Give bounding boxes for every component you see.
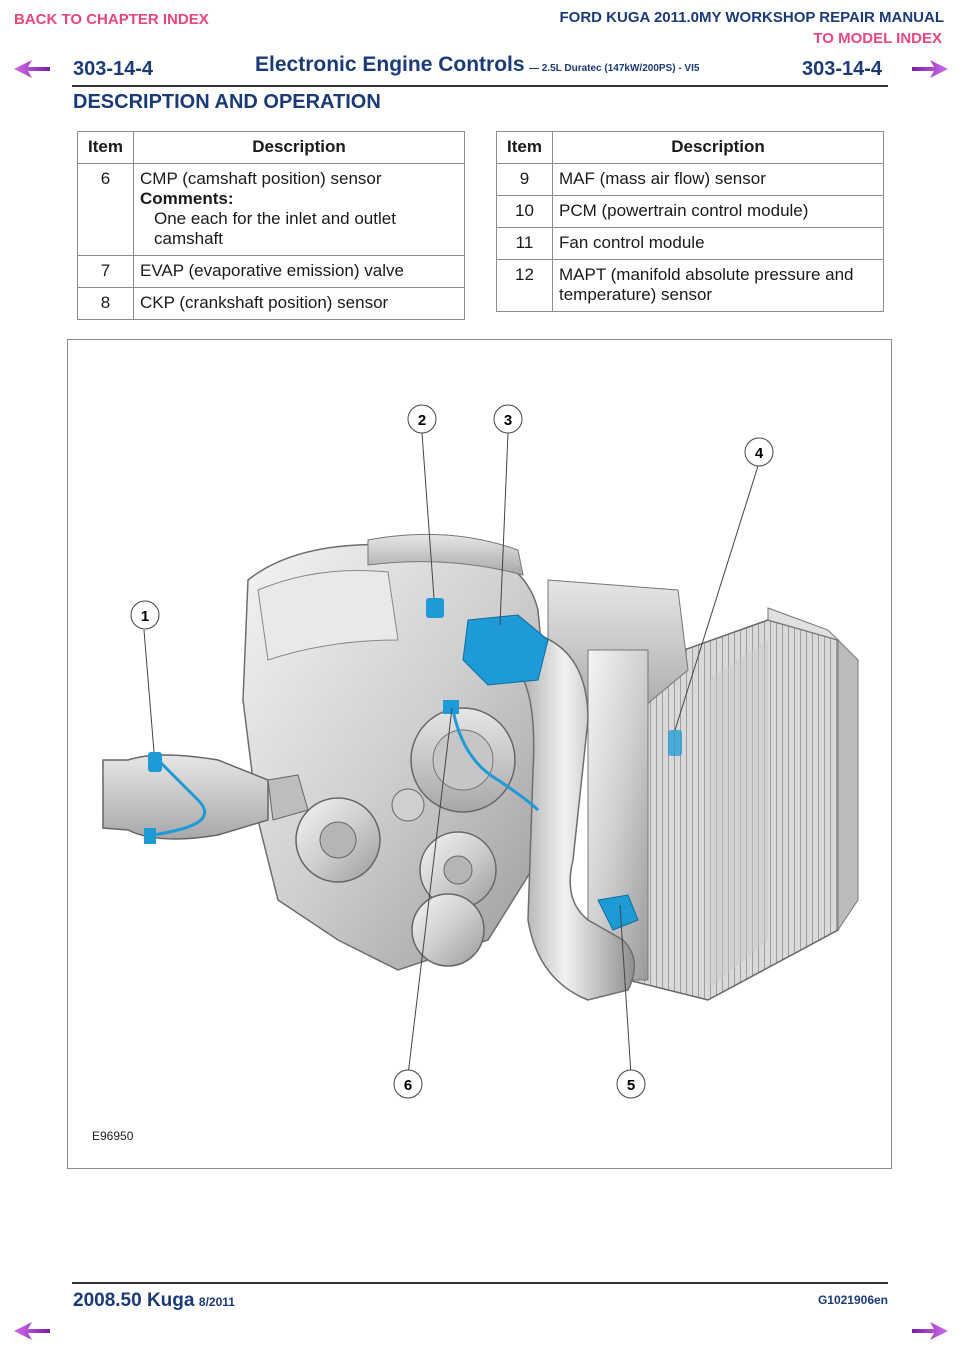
item-description: MAPT (manifold absolute pressure and tem… (552, 259, 884, 312)
table-row: 12 MAPT (manifold absolute pressure and … (496, 259, 884, 312)
next-page-arrow-icon[interactable] (910, 58, 950, 80)
column-header-item: Item (77, 131, 134, 164)
column-header-item: Item (496, 131, 553, 164)
comments-text: One each for the inlet and outlet camsha… (154, 209, 396, 248)
to-model-index-link[interactable]: TO MODEL INDEX (813, 30, 942, 47)
callout-markers: 1 2 3 4 5 6 (130, 404, 774, 1099)
catalytic-converter (102, 754, 309, 840)
sensor-mid (443, 700, 459, 714)
previous-page-arrow-icon[interactable] (12, 58, 52, 80)
section-subtitle: — 2.5L Duratec (147kW/200PS) - VI5 (529, 63, 700, 74)
page-heading: DESCRIPTION AND OPERATION (73, 91, 381, 113)
figure-reference: E96950 (92, 1129, 134, 1143)
engine-block (242, 533, 549, 971)
engine-illustration: 1 2 3 4 5 6 E96950 (92, 404, 859, 1143)
table-row: 6 CMP (camshaft position) sensor Comment… (77, 163, 465, 256)
back-to-chapter-index-link[interactable]: BACK TO CHAPTER INDEX (14, 11, 209, 28)
footer-rule (72, 1282, 888, 1284)
callout-4: 4 (755, 445, 764, 462)
intake-duct (507, 629, 636, 1001)
table-row: 11 Fan control module (496, 227, 884, 260)
footer-model: 2008.50 Kuga (73, 1290, 195, 1311)
callout-5: 5 (627, 1077, 635, 1094)
throttle-body (462, 614, 549, 686)
item-number: 11 (496, 227, 553, 260)
callout-3: 3 (504, 412, 512, 429)
sensor-connector (144, 828, 156, 844)
item-description: CKP (crankshaft position) sensor (133, 287, 465, 320)
table-row: 7 EVAP (evaporative emission) valve (77, 255, 465, 288)
oxygen-sensor (148, 752, 162, 772)
callout-2: 2 (418, 412, 426, 429)
leader-lines (143, 432, 759, 1076)
callout-6: 6 (404, 1077, 412, 1094)
table-row: 9 MAF (mass air flow) sensor (496, 163, 884, 196)
header-rule (72, 85, 888, 87)
table-row: 8 CKP (crankshaft position) sensor (77, 287, 465, 320)
footer-model-group: 2008.50 Kuga 8/2011 (73, 1290, 235, 1312)
item-description: EVAP (evaporative emission) valve (133, 255, 465, 288)
cmp-sensor-upper (426, 598, 444, 618)
item-number: 7 (77, 255, 134, 288)
engine-illustration-frame: 1 2 3 4 5 6 E96950 (67, 339, 892, 1169)
item-description: MAF (mass air flow) sensor (552, 163, 884, 196)
left-description-table: Item Description 6 CMP (camshaft positio… (77, 131, 465, 320)
table-row: 10 PCM (powertrain control module) (496, 195, 884, 228)
item-number: 8 (77, 287, 134, 320)
footer-doc-code: G1021906en (817, 1293, 888, 1307)
previous-page-arrow-icon[interactable] (12, 1320, 52, 1342)
column-header-description: Description (133, 131, 465, 164)
item-number: 9 (496, 163, 553, 196)
callout-1: 1 (141, 608, 149, 625)
item-number: 10 (496, 195, 553, 228)
fan-sensor (668, 730, 682, 756)
item-description: Fan control module (552, 227, 884, 260)
column-header-description: Description (552, 131, 884, 164)
description-text: CMP (camshaft position) sensor (140, 169, 382, 188)
harness-wire (451, 709, 540, 812)
sensor-highlights (144, 598, 682, 931)
right-description-table: Item Description 9 MAF (mass air flow) s… (496, 131, 884, 312)
item-description: CMP (camshaft position) sensor Comments:… (133, 163, 465, 256)
section-title: Electronic Engine Controls (255, 53, 525, 76)
page-code-right: 303-14-4 (802, 58, 883, 80)
section-title-group: Electronic Engine Controls — 2.5L Durate… (255, 53, 699, 77)
comments-label: Comments: (140, 189, 234, 208)
page-code-left: 303-14-4 (73, 58, 154, 80)
mapt-sensor (597, 894, 639, 931)
item-number: 6 (77, 163, 134, 256)
item-number: 12 (496, 259, 553, 312)
item-description: PCM (powertrain control module) (552, 195, 884, 228)
footer-date: 8/2011 (198, 1295, 235, 1309)
oxygen-sensor-wire (147, 758, 207, 837)
manual-title: FORD KUGA 2011.0MY WORKSHOP REPAIR MANUA… (559, 9, 945, 26)
next-page-arrow-icon[interactable] (910, 1320, 950, 1342)
